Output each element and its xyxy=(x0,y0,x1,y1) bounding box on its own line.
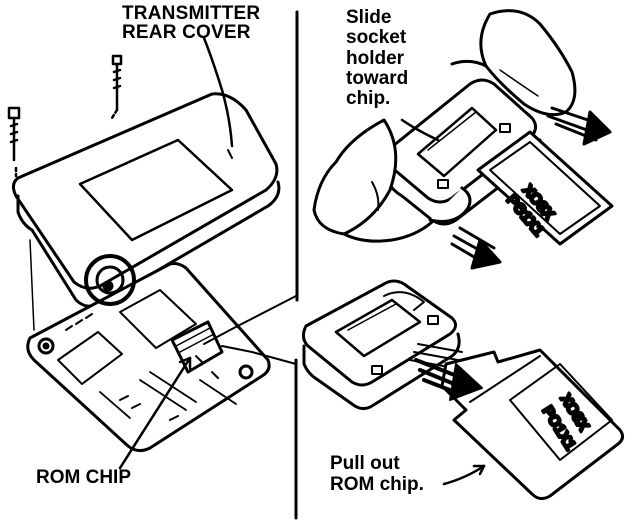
slide-socket-holder-label: Slide socket holder toward chip. xyxy=(346,7,409,110)
slide-arrow-lower xyxy=(450,226,502,270)
hand-bottom xyxy=(312,118,472,243)
cover-leader-line xyxy=(202,36,234,148)
transmitter-rear-cover-label: TRANSMITTER REAR COVER xyxy=(122,3,261,43)
rom-chip-pulled xyxy=(440,348,625,501)
cover-recess xyxy=(78,138,234,242)
pull-arrow xyxy=(414,358,483,401)
rom-leader-line xyxy=(118,356,192,470)
rom-chip-top xyxy=(476,130,614,246)
speaker-ring xyxy=(84,254,136,306)
pull-leader-line xyxy=(442,464,486,486)
pull-out-rom-chip-label: Pull out ROM chip. xyxy=(330,453,424,495)
slide-arrow-upper xyxy=(546,106,612,146)
screw-left xyxy=(7,106,35,331)
screw-top xyxy=(110,54,123,120)
socket-holder-bottom xyxy=(301,279,463,411)
slide-leader-line xyxy=(400,118,440,142)
rom-chip-label: ROM CHIP xyxy=(36,467,131,488)
rear-cover xyxy=(11,92,281,308)
